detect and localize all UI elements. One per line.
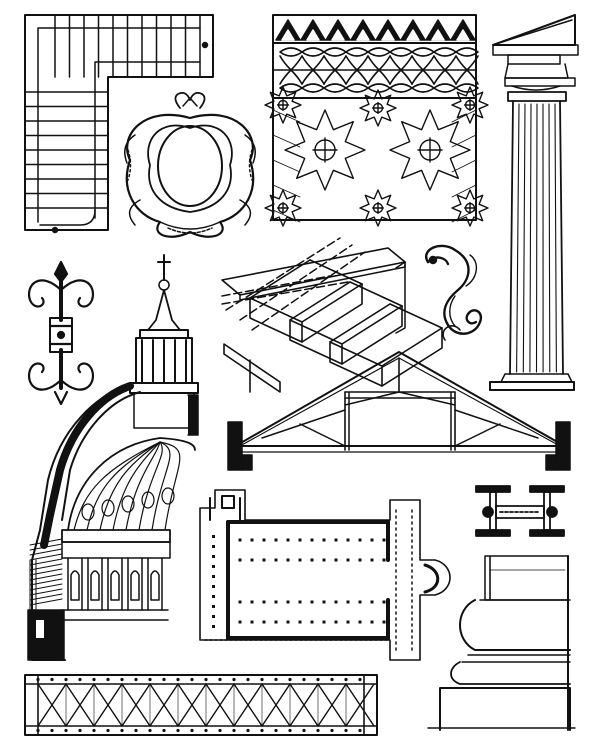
riveted-lattice-girder-icon: [25, 675, 377, 735]
fluted-column-icon: [490, 15, 578, 390]
s-scroll-icon: [426, 246, 481, 340]
staircase-plan-icon: [25, 15, 213, 233]
timber-joists-icon: [222, 238, 442, 392]
scroll-hinge-icon: [29, 262, 93, 404]
king-post-truss-icon: [228, 352, 570, 470]
ribbed-dome-lantern-icon: [28, 255, 198, 660]
i-beam-assembly-icon: [476, 486, 564, 536]
church-floor-plan-icon: [200, 490, 450, 660]
cartouche-frame-icon: [125, 93, 255, 237]
star-interlace-tile-icon: [265, 15, 488, 226]
